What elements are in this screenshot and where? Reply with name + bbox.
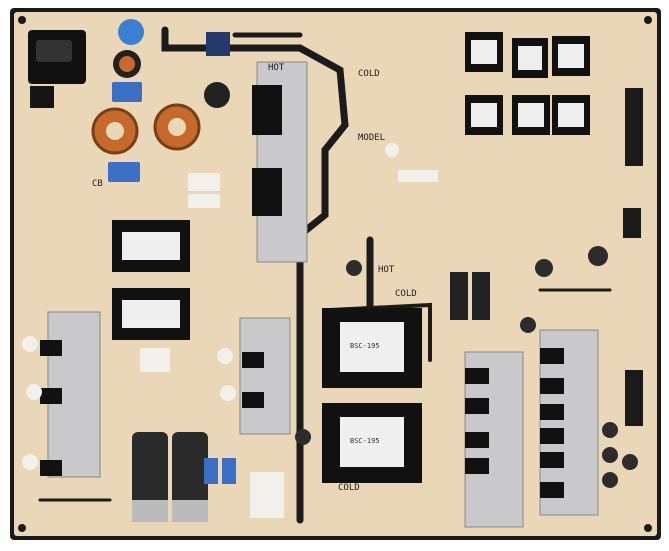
film-capacitors — [204, 458, 236, 484]
small-capacitors — [295, 246, 638, 488]
label-cold-mid: COLD — [395, 289, 417, 299]
main-transformers: BSC-195 BSC-195 — [322, 308, 422, 483]
xfmr-label-b: BSC-195 — [350, 437, 380, 445]
label-hot-mid: HOT — [378, 265, 395, 275]
label-hot-top: HOT — [268, 63, 285, 73]
heatsink-primary — [252, 61, 308, 263]
pfc-transformers — [112, 220, 190, 340]
small-parts — [22, 143, 438, 518]
label-model: MODEL — [358, 133, 385, 143]
input-filter-components — [91, 19, 230, 208]
power-transistors — [40, 340, 564, 498]
label-cold-bottom: COLD — [338, 483, 360, 493]
xfmr-label-a: BSC-195 — [350, 342, 380, 350]
output-connectors — [623, 88, 643, 426]
label-cb: CB — [92, 179, 103, 189]
mounting-holes — [18, 16, 652, 532]
output-transformers-top — [465, 32, 590, 135]
label-cold-top: COLD — [358, 69, 380, 79]
bulk-capacitors — [132, 272, 490, 522]
ac-inlet-connector — [28, 30, 86, 108]
